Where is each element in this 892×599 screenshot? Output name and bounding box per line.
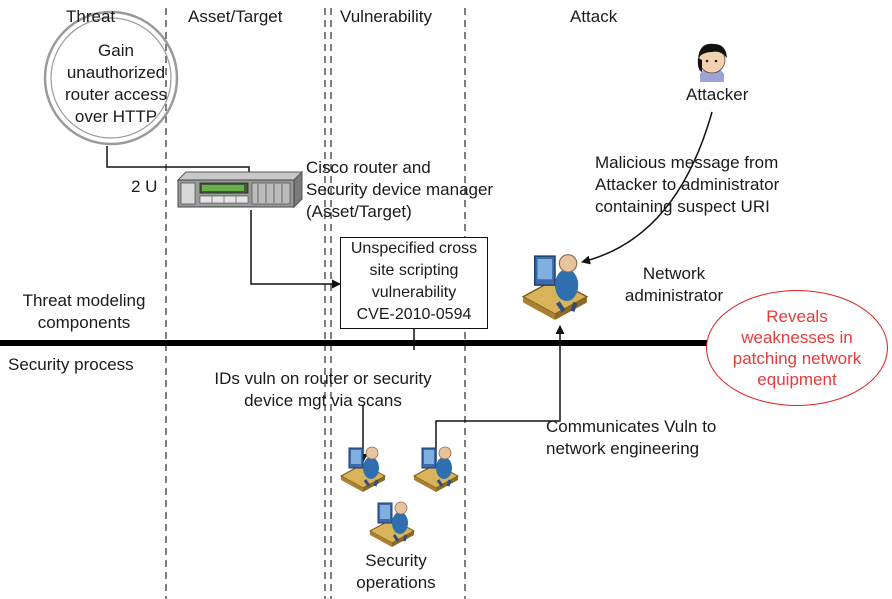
column-header-asset: Asset/Target: [188, 7, 283, 26]
secops-workstation-1-icon: [339, 445, 387, 494]
arrow-secops-to-admin: [435, 325, 565, 462]
asset-node-label: Cisco router and Security device manager…: [306, 158, 494, 221]
secops-label: Security operations: [356, 551, 436, 592]
communicate-note-label: Communicates Vuln to network engineering: [546, 417, 717, 458]
column-header-threat: Threat: [66, 7, 116, 26]
arrow-asset-to-vuln: [250, 210, 341, 289]
column-header-vulnerability: Vulnerability: [340, 7, 432, 26]
scan-note-label: IDs vuln on router or security device mg…: [214, 369, 432, 410]
column-dividers: [165, 8, 466, 599]
arrow-attacker-to-admin: [581, 111, 713, 265]
router-device-icon: [176, 170, 304, 209]
asset-size-label: 2 U: [131, 177, 158, 196]
secops-workstation-3-icon: [368, 500, 416, 549]
admin-label: Network administrator: [624, 264, 724, 305]
section-label-security-process: Security process: [8, 355, 134, 374]
attacker-label: Attacker: [686, 85, 749, 104]
vulnerability-node-box: Unspecified cross site scripting vulnera…: [340, 237, 488, 329]
secops-workstation-2-icon: [412, 445, 460, 494]
attacker-person-icon: [697, 43, 727, 82]
malicious-message-label: Malicious message from Attacker to admin…: [595, 153, 780, 216]
outcome-ellipse: Reveals weaknesses in patching network e…: [706, 290, 888, 406]
threat-target-icon: [43, 10, 179, 146]
column-header-attack: Attack: [570, 7, 618, 26]
admin-workstation-icon: [523, 255, 587, 320]
threat-node-label: Gain unauthorized router access over HTT…: [64, 41, 168, 126]
section-label-threat-modeling: Threat modeling components: [22, 291, 146, 332]
